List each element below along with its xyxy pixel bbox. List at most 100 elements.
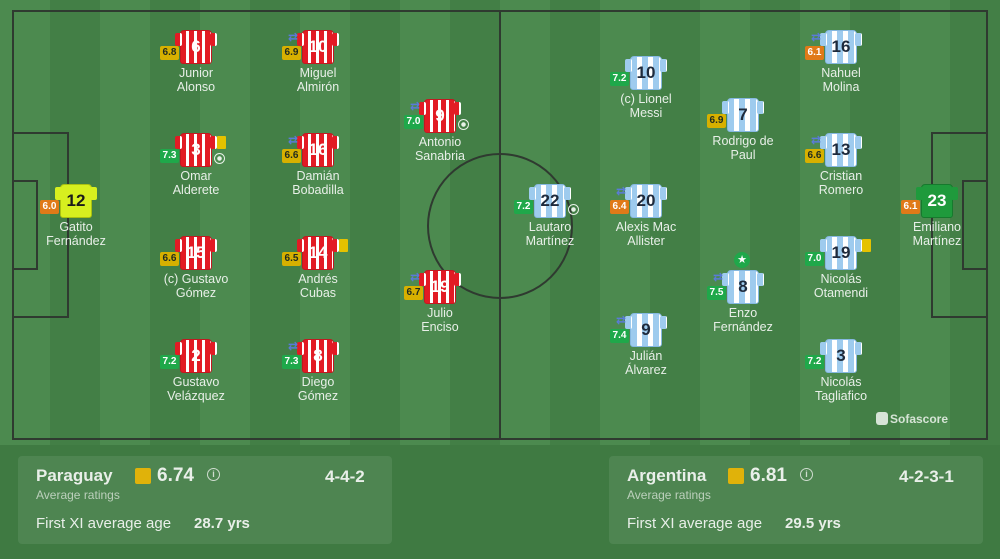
player-name: Emiliano Martínez [912, 220, 962, 248]
player-away-att-1[interactable]: 10 7.2 (c) Lionel Messi [596, 56, 696, 126]
yellow-card-icon [217, 136, 226, 149]
jersey-icon: 7 [722, 98, 764, 132]
jersey-number: 3 [191, 140, 201, 159]
rating-square-icon [135, 468, 151, 484]
substitution-icon: ⇄ [810, 30, 822, 44]
team-average-rating: 6.81 [750, 465, 787, 486]
player-rating: 7.0 [805, 252, 824, 266]
player-rating: 7.3 [282, 355, 301, 369]
star-player-icon: ★ [734, 252, 750, 268]
jersey-icon: 10 [297, 30, 339, 64]
player-home-def-3[interactable]: 15 6.6 (c) Gustavo Gómez [146, 236, 246, 306]
jersey-icon: 19 [419, 270, 461, 304]
player-home-def-4[interactable]: 2 7.2 Gustavo Velázquez [146, 339, 246, 409]
player-away-def-4[interactable]: 3 7.2 Nicolás Tagliafico [791, 339, 891, 409]
jersey-icon: 10 [625, 56, 667, 90]
brand-label: Sofascore [890, 412, 949, 426]
player-rating: 7.2 [160, 355, 179, 369]
player-away-mid-2[interactable]: 8 ★ ⇄ 7.5 Enzo Fernández [693, 252, 793, 340]
player-name: Junior Alonso [176, 66, 216, 94]
jersey-number: 7 [738, 105, 748, 124]
player-away-mid-1[interactable]: 7 6.9 Rodrigo de Paul [693, 98, 793, 168]
player-away-def-2[interactable]: 13 ⇄ 6.6 Cristian Romero [791, 133, 891, 203]
player-home-def-1[interactable]: 6 6.8 Junior Alonso [146, 30, 246, 100]
jersey-number: 10 [636, 63, 656, 82]
substitution-icon: ⇄ [287, 133, 299, 147]
substitution-icon: ⇄ [615, 313, 627, 327]
jersey-icon: 8 [722, 270, 764, 304]
pitch [0, 0, 1000, 445]
info-icon[interactable]: i [800, 468, 813, 481]
jersey-icon: 23 [916, 184, 958, 218]
player-rating: 7.2 [805, 355, 824, 369]
average-ratings-label: Average ratings [36, 488, 120, 502]
player-away-att-3[interactable]: 9 ⇄ 7.4 Julián Álvarez [596, 313, 696, 383]
player-away-att-2[interactable]: 20 ⇄ 6.4 Alexis Mac Allister [596, 184, 696, 254]
player-rating: 6.4 [610, 200, 629, 214]
sofascore-logo-icon [876, 412, 888, 425]
team-name: Argentina [627, 466, 707, 485]
average-age-value: 29.5 yrs [785, 515, 841, 532]
jersey-icon: 6 [175, 30, 217, 64]
average-age-value: 28.7 yrs [194, 515, 250, 532]
player-rating: 6.8 [160, 46, 179, 60]
jersey-icon: 15 [175, 236, 217, 270]
player-away-def-3[interactable]: 19 7.0 Nicolás Otamendi [791, 236, 891, 306]
jersey-number: 12 [66, 191, 86, 210]
player-rating: 6.0 [40, 200, 59, 214]
formation: 4-4-2 [325, 467, 365, 486]
substitution-icon: ⇄ [409, 270, 421, 284]
center-circle [427, 153, 573, 299]
player-home-mid-2[interactable]: 16 ⇄ 6.6 Damián Bobadilla [268, 133, 368, 203]
average-ratings-label: Average ratings [627, 488, 711, 502]
jersey-number: 6 [191, 37, 201, 56]
jersey-number: 10 [308, 37, 328, 56]
jersey-number: 15 [186, 243, 206, 262]
player-rating: 6.6 [160, 252, 179, 266]
player-name: Omar Alderete [172, 169, 220, 197]
player-home-def-2[interactable]: 3 7.3 Omar Alderete [146, 133, 246, 203]
substitution-icon: ⇄ [615, 184, 627, 198]
player-home-mid-3[interactable]: 14 6.5 Andrés Cubas [268, 236, 368, 306]
jersey-number: 14 [308, 243, 328, 262]
substitution-icon: ⇄ [810, 133, 822, 147]
player-name: (c) Gustavo Gómez [163, 272, 229, 300]
player-rating: 6.1 [805, 46, 824, 60]
jersey-icon: 3 [175, 133, 217, 167]
player-home-mid-4[interactable]: 8 ⇄ 7.3 Diego Gómez [268, 339, 368, 409]
jersey-icon: 9 [419, 99, 461, 133]
formation: 4-2-3-1 [899, 467, 954, 486]
player-away-gk[interactable]: 23 6.1 Emiliano Martínez [887, 184, 987, 254]
jersey-icon: 8 [297, 339, 339, 373]
jersey-number: 9 [641, 320, 651, 339]
player-name: Enzo Fernández [713, 306, 773, 334]
player-rating: 7.3 [160, 149, 179, 163]
player-rating: 6.9 [282, 46, 301, 60]
yellow-card-icon [862, 239, 871, 252]
player-home-fwd-1[interactable]: 9 ⇄ 7.0 Antonio Sanabria [390, 99, 490, 169]
jersey-number: 19 [831, 243, 851, 262]
jersey-icon: 3 [820, 339, 862, 373]
player-rating: 7.2 [610, 72, 629, 86]
player-name: Lautaro Martínez [525, 220, 575, 248]
player-away-fwd-1[interactable]: 22 7.2 Lautaro Martínez [500, 184, 600, 254]
player-rating: 7.4 [610, 329, 629, 343]
player-rating: 6.6 [805, 149, 824, 163]
team-average-rating: 6.74 [157, 465, 194, 486]
jersey-number: 19 [430, 277, 450, 296]
player-away-def-1[interactable]: 16 ⇄ 6.1 Nahuel Molina [791, 30, 891, 100]
jersey-number: 16 [831, 37, 851, 56]
jersey-icon: 22 [529, 184, 571, 218]
jersey-number: 16 [308, 140, 328, 159]
goal-icon [568, 204, 579, 215]
player-rating: 6.7 [404, 286, 423, 300]
info-icon[interactable]: i [207, 468, 220, 481]
player-name: Rodrigo de Paul [712, 134, 774, 162]
player-home-gk[interactable]: 12 6.0 Gatito Fernández [26, 184, 126, 254]
player-name: Gustavo Velázquez [167, 375, 225, 403]
jersey-number: 22 [540, 191, 560, 210]
jersey-icon: 16 [297, 133, 339, 167]
player-home-mid-1[interactable]: 10 ⇄ 6.9 Miguel Almirón [268, 30, 368, 100]
player-home-fwd-2[interactable]: 19 ⇄ 6.7 Julio Enciso [390, 270, 490, 340]
away-six-yard-box [962, 180, 988, 270]
